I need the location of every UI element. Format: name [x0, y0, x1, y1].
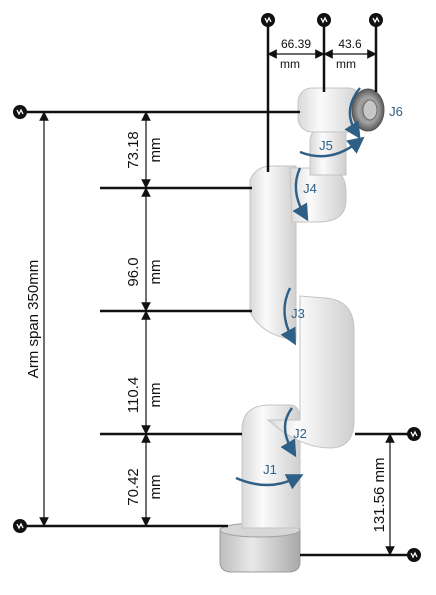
ground-symbol-icon [317, 13, 331, 27]
ground-symbol-icon [13, 105, 27, 119]
link-upper [249, 165, 297, 341]
reference-lines [22, 24, 412, 557]
joint-label-j6: J6 [389, 104, 403, 119]
joint-label-j1: J1 [263, 462, 277, 477]
link-elbow [266, 295, 355, 449]
base-height-label: 131.56 mm [371, 457, 388, 532]
arm-base [219, 529, 301, 573]
arm-span-label: Arm span 350mm [25, 260, 42, 378]
link-j4 [289, 167, 347, 223]
seg2-unit: mm [147, 260, 164, 285]
joint-label-j2: J2 [293, 426, 307, 441]
labels: Arm span 350mm 73.18 mm 96.0 mm 110.4 mm… [25, 37, 403, 533]
top-offset-2-unit: mm [336, 57, 356, 71]
j3-rotation-arrow [280, 287, 296, 346]
seg1-unit: mm [147, 138, 164, 163]
seg4-unit: mm [147, 475, 164, 500]
ground-symbol-icon [13, 519, 27, 533]
seg3-value: 110.4 [125, 377, 142, 413]
seg4-value: 70.42 [125, 468, 142, 506]
ground-symbol-icon [261, 13, 275, 27]
ground-symbols [13, 13, 421, 562]
joint-label-j4: J4 [303, 181, 317, 196]
joint-label-j3: J3 [291, 306, 305, 321]
dimension-arrows [39, 49, 395, 556]
top-offset-2-value: 43.6 [338, 37, 362, 51]
j4-rotation-arrow [292, 167, 309, 222]
j1-rotation-arrow [235, 474, 304, 490]
j6-bearing-inner [362, 99, 378, 121]
seg3-unit: mm [147, 383, 164, 408]
robot-arm [219, 87, 385, 573]
ground-symbol-icon [407, 548, 421, 562]
joint-arrows [235, 87, 365, 490]
top-offset-1-unit: mm [280, 57, 300, 71]
seg2-value: 96.0 [125, 257, 142, 286]
ground-symbol-icon [369, 13, 383, 27]
j2-rotation-arrow [280, 407, 297, 458]
joint-label-j5: J5 [319, 138, 333, 153]
ground-symbol-icon [407, 427, 421, 441]
j5-rotation-arrow [299, 136, 365, 158]
top-offset-1-value: 66.39 [281, 37, 311, 51]
seg1-value: 73.18 [125, 131, 142, 169]
j6-rotation-arrow [344, 87, 361, 140]
